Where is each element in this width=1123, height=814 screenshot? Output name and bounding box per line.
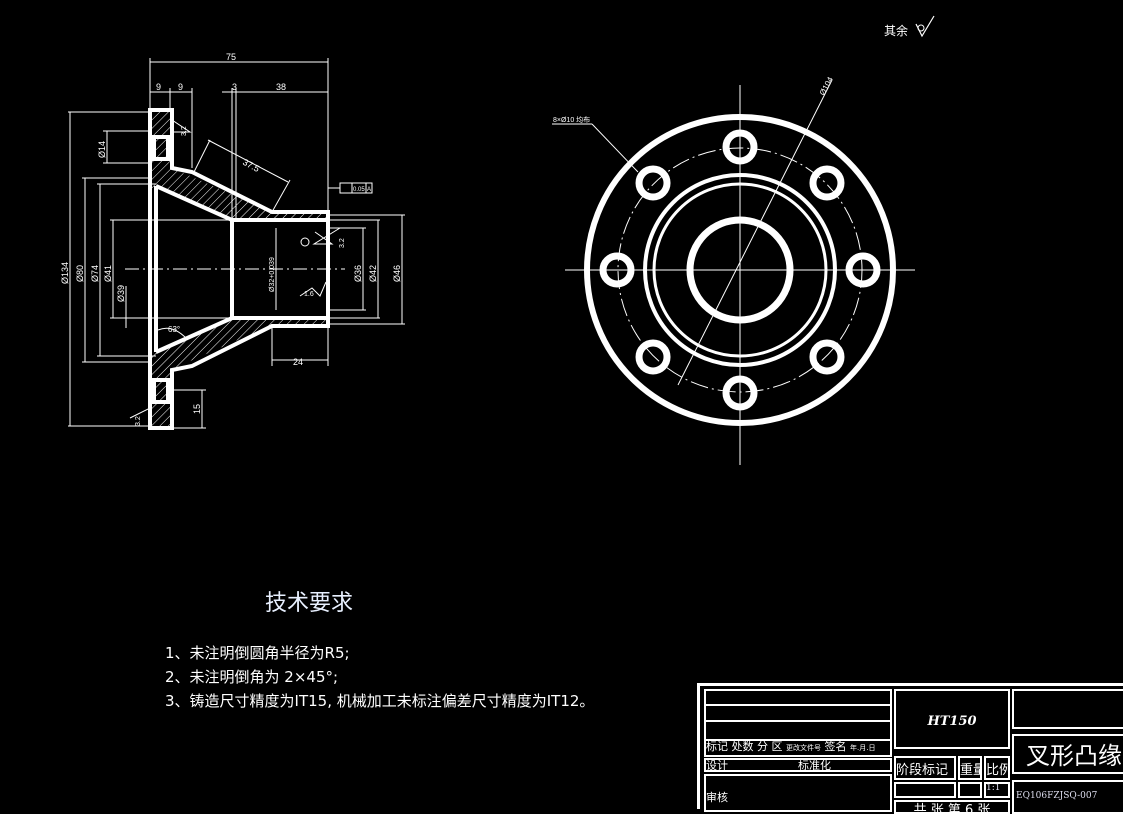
holes-note: 8×Ø10 均布 <box>553 115 590 124</box>
dim-3: 3 <box>232 82 237 92</box>
pcd-dim: Ø104 <box>818 75 835 97</box>
dim-37-5: 37.5 <box>241 157 261 174</box>
standardize-label: 标准化 <box>798 759 831 772</box>
tech-requirement-2: 2、未注明倒角为 2×45°; <box>165 668 339 686</box>
bolt-hole <box>635 165 671 201</box>
front-view: 8×Ø10 均布 Ø104 <box>552 75 915 465</box>
material: HT150 <box>894 689 1010 749</box>
dim-38: 38 <box>276 82 286 92</box>
dim-d46: Ø46 <box>392 265 402 282</box>
bolt-hole <box>809 339 845 375</box>
sheet-count: 共 张 第 6 张 <box>894 800 1010 814</box>
weight-label: 重量 <box>958 756 982 780</box>
roughness-c: 3.2 <box>135 416 142 426</box>
dim-d80: Ø80 <box>75 265 85 282</box>
other-surfaces-label: 其余 <box>884 23 908 38</box>
part-name: 叉形凸缘 <box>1012 734 1123 774</box>
dim-angle: 63° <box>168 325 180 334</box>
tech-requirement-1: 1、未注明倒圆角半径为R5; <box>165 644 350 662</box>
scale-value: 1:1 <box>984 782 1010 798</box>
dim-d41: Ø41 <box>103 265 113 282</box>
section-hatch-top <box>150 112 328 222</box>
dim-d74: Ø74 <box>90 265 100 282</box>
dim-9b: 9 <box>178 82 183 92</box>
stage-mark-label: 阶段标记 <box>894 756 956 780</box>
dim-d32: Ø32+0.039 <box>269 257 276 292</box>
revision-headers: 标记 处数 分 区 更改文件号 签名 年.月.日 <box>704 739 892 757</box>
dim-d39: Ø39 <box>116 285 126 302</box>
roughness-b: 3.2 <box>339 238 346 248</box>
dim-24: 24 <box>293 357 303 367</box>
design-label: 设计 <box>706 759 728 772</box>
tech-requirement-3: 3、铸造尺寸精度为IT15, 机械加工未标注偏差尺寸精度为IT12。 <box>165 692 595 710</box>
bolt-hole <box>809 165 845 201</box>
title-block: 标记 处数 分 区 更改文件号 签名 年.月.日 设计标准化 审核 HT150 … <box>697 683 1123 814</box>
section-hatch-bottom <box>150 316 328 426</box>
dim-15: 15 <box>192 404 202 414</box>
roughness-a: 3.2 <box>181 126 188 136</box>
tolerance-value: 0.05 <box>353 187 365 193</box>
scale-label: 比例 <box>984 756 1010 780</box>
dim-d42: Ø42 <box>368 265 378 282</box>
roughness-d: 1.6 <box>304 291 314 298</box>
bolt-hole <box>635 339 671 375</box>
datum-label: A <box>367 187 371 193</box>
dim-75: 75 <box>226 52 236 62</box>
dim-d36: Ø36 <box>353 265 363 282</box>
side-section-view: 75 9 9 3 38 37.5 Ø134 Ø80 Ø74 Ø41 Ø39 Ø1… <box>60 52 405 430</box>
review-label: 审核 <box>706 791 728 804</box>
tech-requirements-title: 技术要求 <box>265 591 354 616</box>
dim-d134: Ø134 <box>60 262 70 284</box>
dim-d14: Ø14 <box>97 141 107 158</box>
surface-roughness-note: 其余 <box>884 15 935 38</box>
dim-9a: 9 <box>156 82 161 92</box>
